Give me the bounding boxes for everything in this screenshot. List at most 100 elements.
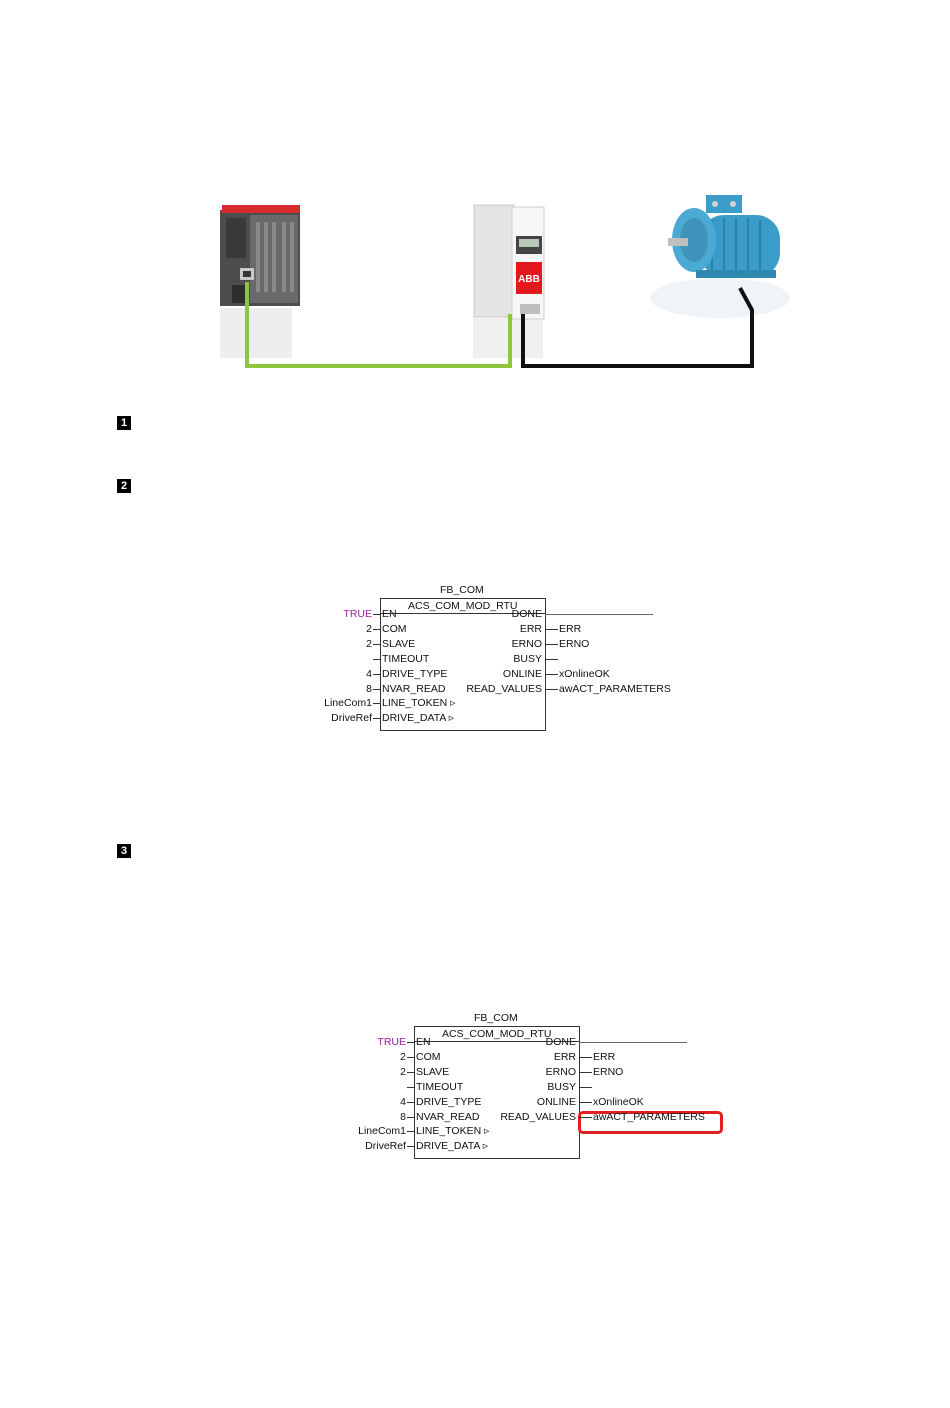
input-wire (407, 1086, 414, 1088)
input-wire (373, 718, 380, 720)
output-wire (579, 1071, 592, 1073)
input-pin: DRIVE_TYPE (416, 1095, 482, 1108)
input-wire (407, 1131, 414, 1133)
input-value: TRUE (377, 1036, 406, 1048)
fb-type-bar: ACS_COM_MOD_RTU (415, 1027, 579, 1042)
output-pin: DONE (511, 608, 542, 620)
input-pin: DRIVE_DATA ▹ (382, 712, 454, 725)
output-value: ERNO (559, 637, 590, 650)
motor-icon (668, 195, 780, 278)
input-value: LineCom1 (358, 1125, 406, 1138)
input-pin: SLAVE (382, 637, 416, 650)
output-pin: ERNO (545, 1065, 576, 1078)
output-wire (545, 688, 558, 690)
output-wire (545, 673, 558, 675)
input-pin: TIMEOUT (416, 1080, 464, 1093)
input-wire (407, 1146, 414, 1148)
input-pin: NVAR_READ (416, 1110, 480, 1123)
input-wire (407, 1101, 414, 1103)
input-pin: EN (382, 608, 397, 620)
output-wire (579, 1042, 687, 1043)
input-pin: NVAR_READ (382, 682, 446, 695)
input-wire (407, 1042, 414, 1043)
input-wire (373, 673, 380, 675)
input-wire (407, 1071, 414, 1073)
output-pin: READ_VALUES (466, 682, 542, 695)
step-marker-3: 3 (117, 844, 131, 858)
input-value: 2 (400, 1050, 406, 1063)
output-pin: ERR (553, 1050, 576, 1063)
input-value: DriveRef (331, 712, 372, 725)
output-pin: BUSY (513, 652, 542, 665)
input-wire (373, 628, 380, 630)
input-pin: LINE_TOKEN ▹ (416, 1125, 490, 1138)
output-wire (545, 643, 558, 645)
input-wire (373, 658, 380, 660)
fb-box: ACS_COM_MOD_RTU (380, 598, 546, 731)
output-value: awACT_PARAMETERS (593, 1110, 705, 1123)
input-value: 8 (400, 1110, 406, 1123)
hardware-diagram: ABB (220, 195, 790, 368)
output-value: ERR (593, 1050, 616, 1063)
output-value: xOnlineOK (559, 667, 610, 680)
output-pin: ERR (519, 622, 542, 635)
input-wire (373, 688, 380, 690)
input-value: 8 (366, 682, 372, 695)
input-pin: TIMEOUT (382, 652, 430, 665)
input-wire (373, 703, 380, 705)
output-pin: READ_VALUES (500, 1110, 576, 1123)
output-wire (579, 1086, 592, 1088)
drive-icon: ABB (473, 204, 545, 320)
input-pin: COM (416, 1050, 441, 1063)
input-pin: DRIVE_DATA ▹ (416, 1140, 488, 1153)
output-pin: ONLINE (502, 667, 542, 680)
output-value: ERNO (593, 1065, 624, 1078)
input-value: TRUE (343, 608, 372, 620)
output-wire (579, 1116, 592, 1118)
input-pin: COM (382, 622, 407, 635)
step-marker-2: 2 (117, 479, 131, 493)
input-pin: DRIVE_TYPE (382, 667, 448, 680)
output-pin: ERNO (511, 637, 542, 650)
fb-instance-name: FB_COM (440, 584, 484, 596)
input-pin: LINE_TOKEN ▹ (382, 697, 456, 710)
motor-reflection (650, 278, 790, 318)
drive-brand-logo: ABB (518, 274, 540, 285)
input-wire (407, 1116, 414, 1118)
input-pin: EN (416, 1036, 431, 1048)
fb-type-name: ACS_COM_MOD_RTU (408, 600, 518, 612)
output-value: xOnlineOK (593, 1095, 644, 1108)
motor-cable (521, 287, 754, 368)
step-marker-1: 1 (117, 416, 131, 430)
input-value: 2 (400, 1065, 406, 1078)
output-value: awACT_PARAMETERS (559, 682, 671, 695)
plc-reflection (220, 308, 292, 358)
output-wire (545, 628, 558, 630)
fb-instance-name: FB_COM (474, 1012, 518, 1024)
output-wire (579, 1056, 592, 1058)
output-wire (545, 614, 653, 615)
output-wire (545, 658, 558, 660)
input-value: 4 (366, 667, 372, 680)
output-wire (579, 1101, 592, 1103)
plc-icon (220, 205, 300, 306)
output-pin: DONE (545, 1036, 576, 1048)
input-value: 4 (400, 1095, 406, 1108)
input-value: 2 (366, 622, 372, 635)
fb-type-name: ACS_COM_MOD_RTU (442, 1028, 552, 1040)
highlight-box (578, 1111, 723, 1134)
input-value: LineCom1 (324, 697, 372, 710)
output-value: ERR (559, 622, 582, 635)
fb-type-bar: ACS_COM_MOD_RTU (381, 599, 545, 614)
output-pin: BUSY (547, 1080, 576, 1093)
modbus-cable (245, 282, 512, 368)
input-pin: SLAVE (416, 1065, 450, 1078)
output-pin: ONLINE (536, 1095, 576, 1108)
input-wire (373, 643, 380, 645)
input-wire (407, 1056, 414, 1058)
fb-box: ACS_COM_MOD_RTU (414, 1026, 580, 1159)
input-value: 2 (366, 637, 372, 650)
input-wire (373, 614, 380, 615)
